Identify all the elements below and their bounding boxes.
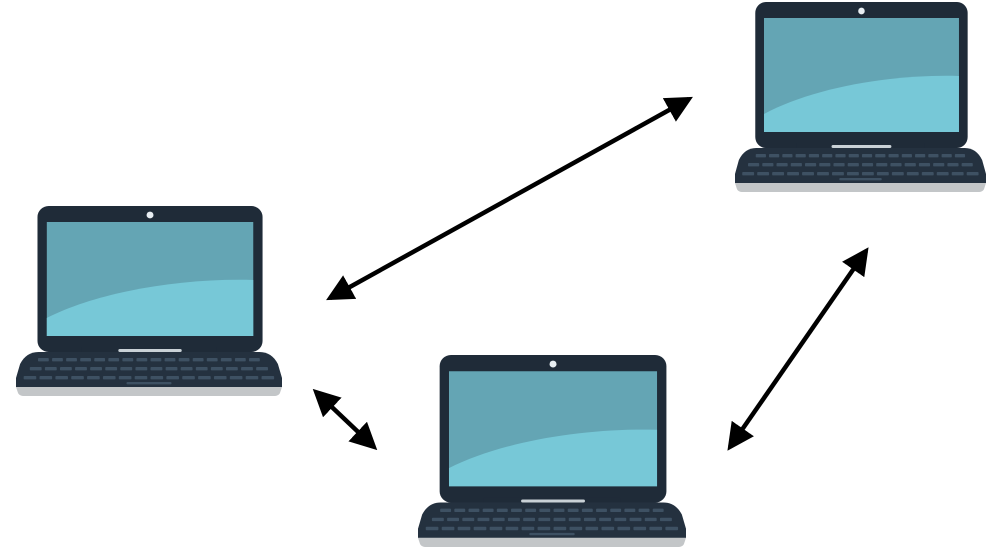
- connections: [312, 96, 869, 451]
- laptop-screen: [46, 222, 254, 336]
- webcam-icon: [549, 360, 557, 368]
- laptop-base: [418, 537, 686, 547]
- bidirectional-arrow-laptop-bottom-center-laptop-top-right: [727, 247, 869, 451]
- bidirectional-arrow-laptop-left-laptop-bottom-center: [312, 388, 378, 451]
- bidirectional-arrow-laptop-left-laptop-top-right: [326, 96, 693, 301]
- laptop-base: [16, 387, 282, 396]
- laptop-base: [735, 183, 986, 192]
- laptops: laptop-icon laptop-icon laptop-icon: [16, 2, 986, 547]
- laptop-bottom-center: laptop-icon: [418, 355, 686, 547]
- laptop-left: laptop-icon: [16, 206, 282, 396]
- laptop-screen: [448, 371, 658, 487]
- webcam-icon: [146, 211, 154, 219]
- laptop-top-right: laptop-icon: [735, 2, 986, 192]
- webcam-icon: [858, 7, 865, 15]
- laptop-screen: [763, 18, 959, 132]
